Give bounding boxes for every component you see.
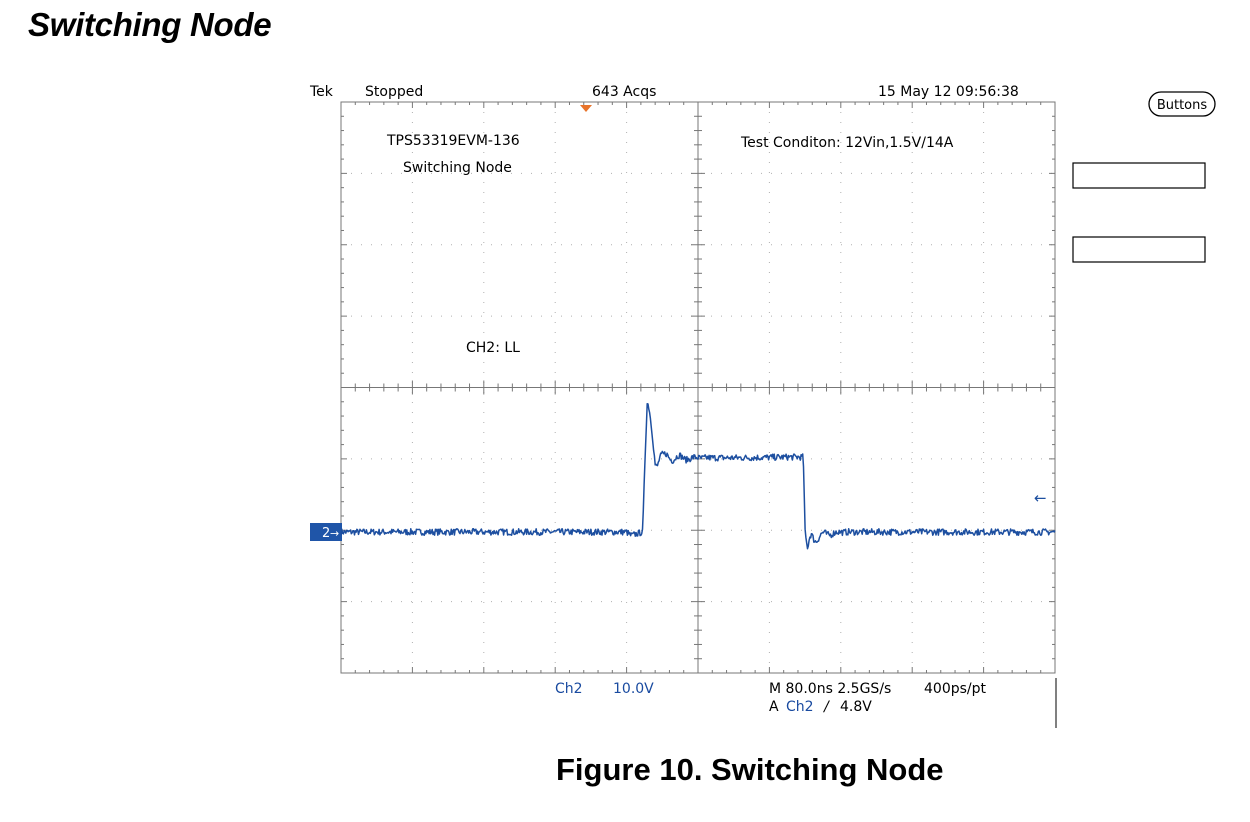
- scope-svg: Tek Stopped 643 Acqs 15 May 12 09:56:38 …: [309, 84, 1216, 728]
- ch2-trace: [340, 402, 1056, 550]
- annotation-channel: CH2: LL: [466, 340, 520, 356]
- annotation-signal: Switching Node: [403, 160, 512, 176]
- trigger-position-marker: [580, 105, 592, 112]
- figure-caption: Figure 10. Switching Node: [556, 752, 944, 787]
- buttons-softkey[interactable]: Buttons: [1148, 91, 1216, 117]
- readout-trigger-source: Ch2: [786, 699, 814, 715]
- scope-brand: Tek: [309, 84, 334, 100]
- readout-channel-scale: 10.0V: [613, 681, 654, 697]
- channel-2-marker-label: 2: [322, 526, 330, 541]
- scope-timestamp: 15 May 12 09:56:38: [878, 84, 1019, 100]
- oscilloscope-capture: Tek Stopped 643 Acqs 15 May 12 09:56:38 …: [300, 78, 1235, 738]
- readout-channel: Ch2: [555, 681, 583, 697]
- scope-acquisitions: 643 Acqs: [592, 84, 656, 100]
- channel-2-ground-marker[interactable]: 2 →: [310, 523, 342, 541]
- annotation-board: TPS53319EVM-136: [386, 133, 520, 149]
- trigger-level-arrow-icon: ←: [1034, 489, 1047, 507]
- readout-record-length: 400ps/pt: [924, 681, 987, 697]
- graticule: [340, 101, 1056, 674]
- side-menu-box-2[interactable]: [1072, 236, 1206, 263]
- scope-run-state: Stopped: [365, 84, 423, 100]
- readout-timebase: M 80.0ns 2.5GS/s: [769, 681, 891, 697]
- readout-trigger-level: 4.8V: [840, 699, 872, 715]
- section-title: Switching Node: [28, 6, 272, 43]
- channel-2-marker-arrow: →: [330, 527, 339, 540]
- buttons-softkey-label: Buttons: [1157, 98, 1208, 113]
- annotation-conditions: Test Conditon: 12Vin,1.5V/14A: [740, 135, 954, 151]
- side-menu-box-1[interactable]: [1072, 162, 1206, 189]
- readout-trigger-prefix: A: [769, 699, 779, 715]
- readout-trigger-slope-icon: /: [822, 699, 830, 715]
